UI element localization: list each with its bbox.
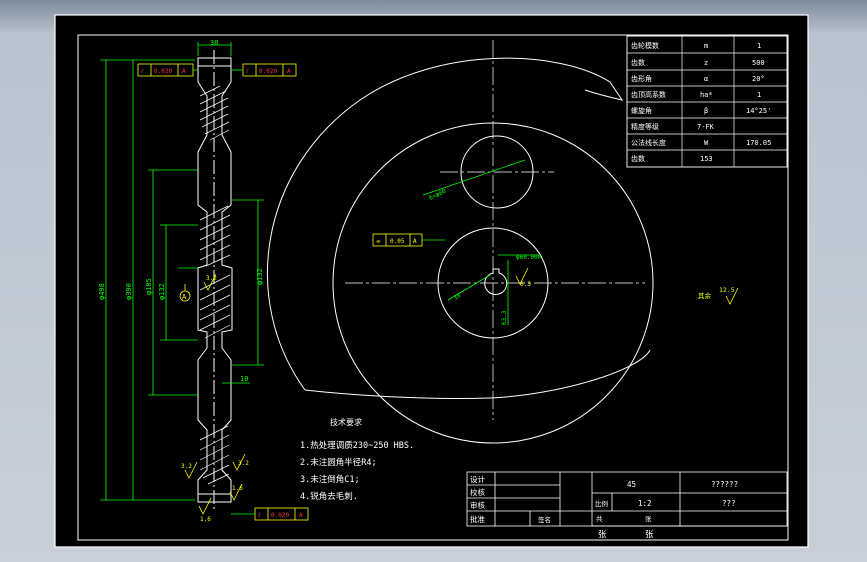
roughness-other-value: 12.5 (719, 286, 735, 294)
role-label: 批准 (470, 514, 485, 524)
title-block-text: 设计 校核 审核 批准 签名 45 ?????? 比例 1:2 ??? 共 张 … (470, 474, 738, 540)
sign-label: 签名 (538, 515, 551, 524)
roughness-r6: 6.3 (520, 281, 531, 288)
tolerance-frame-top-left: ⫽ 0.020 A (137, 63, 198, 77)
dim-dia-4: φ132 (158, 283, 166, 300)
tol-value-bottom: 0.020 (271, 512, 289, 519)
parameter-table (626, 35, 788, 168)
param-value: 500 (752, 59, 765, 67)
param-value: 20° (752, 75, 765, 83)
param-symbol: β (704, 107, 708, 115)
dim-hub: φ60.000 (516, 254, 542, 261)
tech-req-item: 1.热处理调质230~250 HBS. (300, 440, 414, 451)
tech-req-item: 3.未注倒角C1; (300, 474, 360, 485)
datum-symbol: A (179, 284, 191, 302)
title-block (466, 471, 788, 527)
tol-value-top-left: 0.020 (154, 68, 172, 75)
param-name: 齿形角 (631, 74, 652, 83)
roughness-r3: 1.6 (232, 485, 243, 492)
param-value: 170.05 (746, 139, 771, 147)
datum-label: A (182, 293, 187, 301)
dimension-texts: 38 φ498 φ390 φ185 φ132 φ132 10 (98, 39, 264, 383)
param-symbol: α (704, 75, 708, 83)
tech-req-item: 4.锐角去毛刺. (300, 491, 358, 502)
dim-rim: 10 (240, 375, 248, 383)
dim-width-top: 38 (210, 39, 218, 47)
svg-text:⫽: ⫽ (140, 68, 144, 75)
param-name: 公法线长度 (631, 138, 666, 147)
dim-dia-2: φ390 (125, 283, 133, 300)
param-name: 螺旋角 (631, 106, 652, 115)
param-value: 1 (757, 42, 761, 50)
scale-value: 1:2 (638, 499, 652, 508)
dim-key-depth: 63.3 (501, 310, 508, 325)
param-value: 153 (700, 155, 713, 163)
tol-datum-bottom: A (299, 512, 303, 519)
dim-dia-3: φ185 (145, 278, 153, 295)
tech-requirements: 技术要求 1.热处理调质230~250 HBS. 2.未注圆角半径R4; 3.未… (300, 417, 414, 502)
roughness-r4: 3.2 (238, 460, 249, 467)
sheet-label: 共 (596, 514, 603, 523)
front-view-dims (422, 159, 540, 325)
param-name: 齿数 (631, 154, 645, 163)
tol-value-front: 0.05 (390, 238, 405, 245)
param-symbol: W (704, 139, 709, 147)
tolerance-frame-bottom: ⫽ 0.020 A (231, 507, 309, 521)
tol-datum-top-right: A (287, 68, 291, 75)
roughness-mark-key: 6.3 (515, 267, 531, 288)
tech-req-item: 2.未注圆角半径R4; (300, 457, 377, 468)
param-value: 14°25' (746, 107, 771, 115)
roughness-other-note: 其余 12.5 (698, 286, 739, 305)
tol-datum-front: A (413, 238, 417, 245)
dim-keyway: 16 (453, 292, 463, 302)
drawing-code: ??? (722, 499, 736, 508)
param-symbol: ha* (700, 91, 713, 99)
param-name: 齿轮模数 (631, 41, 659, 50)
role-label: 校核 (470, 487, 485, 497)
dim-outer-dia: φ498 (98, 283, 106, 300)
dimension-lines (100, 42, 264, 501)
parameter-table-text: 齿轮模数 m 1 齿数 z 500 齿形角 α 20° 齿顶高系数 ha* 1 … (631, 41, 771, 163)
roughness-marks-section: 3.2 3.2 3.2 1.6 1.6 (181, 273, 249, 523)
roughness-r2: 3.2 (181, 463, 192, 470)
role-label: 设计 (470, 474, 485, 484)
section-hatch (199, 85, 231, 485)
svg-text:⫽: ⫽ (245, 68, 249, 75)
svg-text:⫽: ⫽ (257, 512, 261, 519)
center-lines (345, 40, 645, 420)
svg-text:⌯: ⌯ (376, 238, 381, 245)
dim-hub-width: φ132 (256, 268, 264, 285)
param-name: 精度等级 (631, 122, 659, 131)
param-symbol: z (704, 59, 708, 67)
param-value: 1 (757, 91, 761, 99)
tol-value-top-right: 0.020 (259, 68, 277, 75)
material-value: 45 (627, 480, 636, 489)
part-name: ?????? (711, 480, 738, 489)
footer-label: 张 (598, 530, 607, 540)
footer-label: 张 (645, 530, 654, 540)
scale-label: 比例 (595, 499, 608, 508)
param-name: 齿数 (631, 58, 645, 67)
tolerance-frame-top-right: ⫽ 0.020 A (231, 63, 297, 77)
role-label: 审核 (470, 500, 485, 510)
roughness-r5: 1.6 (200, 516, 211, 523)
param-symbol: m (704, 42, 708, 50)
tolerance-frame-front: ⌯ 0.05 A (372, 233, 445, 247)
drawing-frame (77, 34, 789, 541)
param-name: 齿顶高系数 (631, 90, 666, 99)
param-value: 7-FK (697, 123, 715, 131)
tech-req-title: 技术要求 (330, 417, 362, 427)
sheet-label: 张 (645, 514, 652, 523)
roughness-other-label: 其余 (698, 291, 712, 300)
roughness-r1: 3.2 (206, 275, 217, 282)
tol-datum-top-left: A (182, 68, 186, 75)
